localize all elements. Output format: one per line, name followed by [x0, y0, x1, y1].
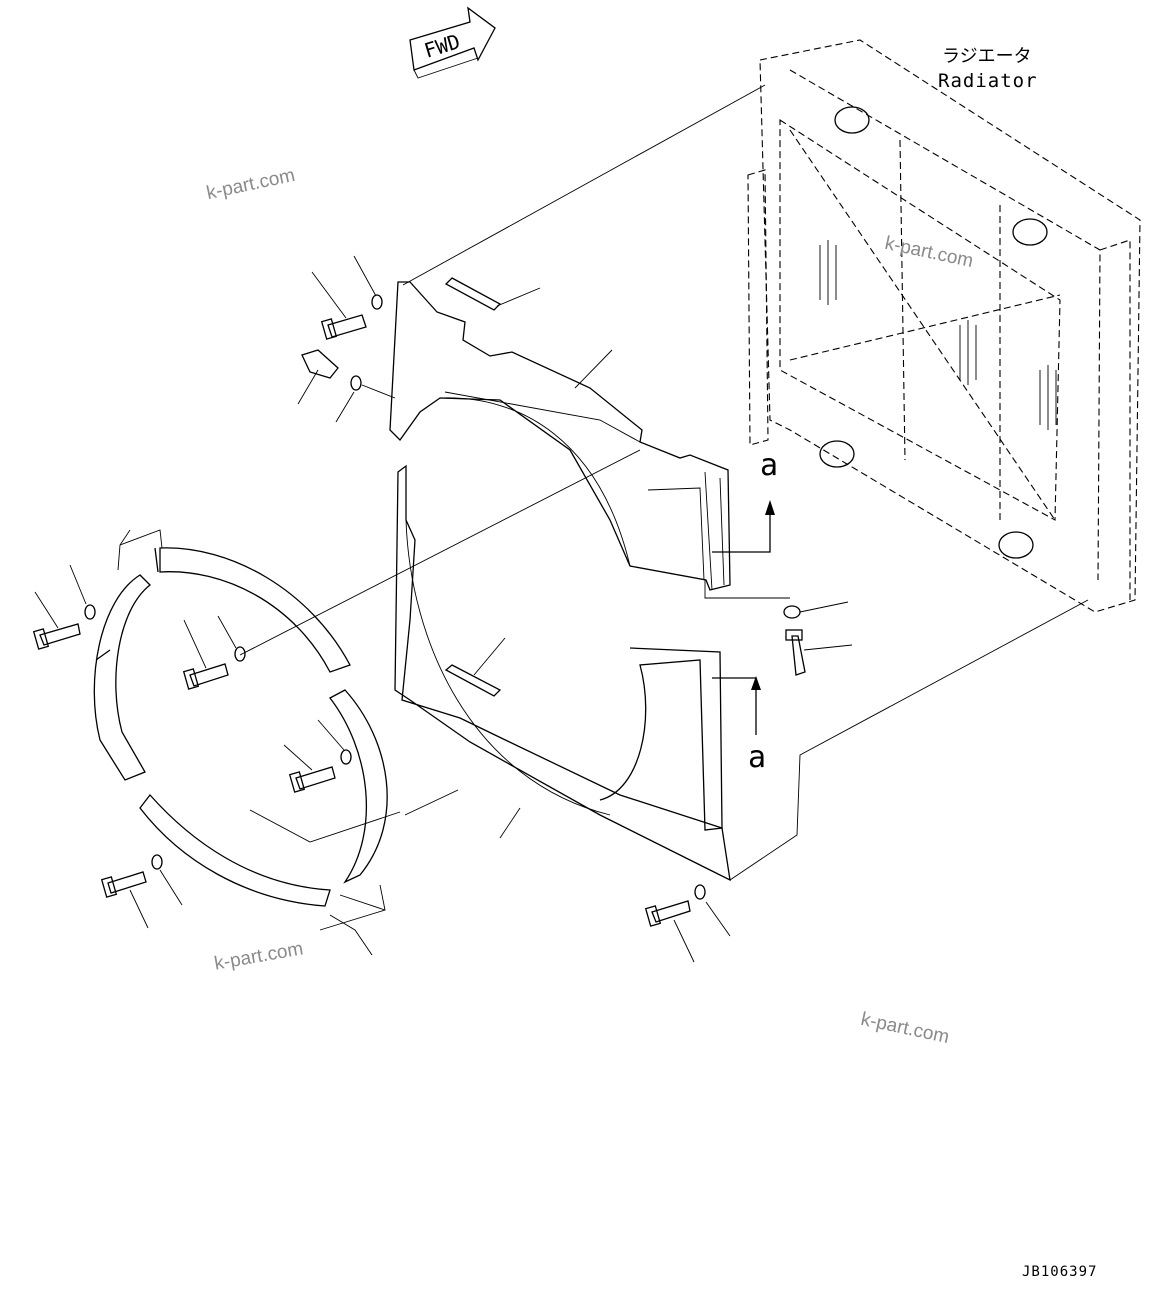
fan-ring-segments [93, 529, 401, 956]
fwd-arrow-icon [409, 6, 496, 79]
radiator-outline [747, 39, 1141, 613]
view-label-upper: a [760, 448, 779, 483]
radiator-label-jp: ラジエータ [942, 46, 1032, 67]
bolt-icon [100, 854, 183, 929]
bolt-icon [182, 615, 246, 690]
view-label-lower: a [748, 740, 767, 775]
bolt-icon [311, 255, 383, 340]
drawing-number: JB106397 [1022, 1264, 1098, 1280]
view-arrow-upper [712, 500, 775, 553]
bolt-icon [644, 884, 731, 963]
upper-shroud [389, 277, 731, 591]
lower-shroud [394, 464, 731, 882]
bolt-icon [297, 349, 396, 423]
bolt-icon [783, 601, 853, 676]
bolt-icon [283, 719, 352, 793]
radiator-label-en: Radiator [938, 70, 1038, 92]
view-arrow-lower [712, 676, 761, 735]
bolt-icon [32, 564, 96, 650]
